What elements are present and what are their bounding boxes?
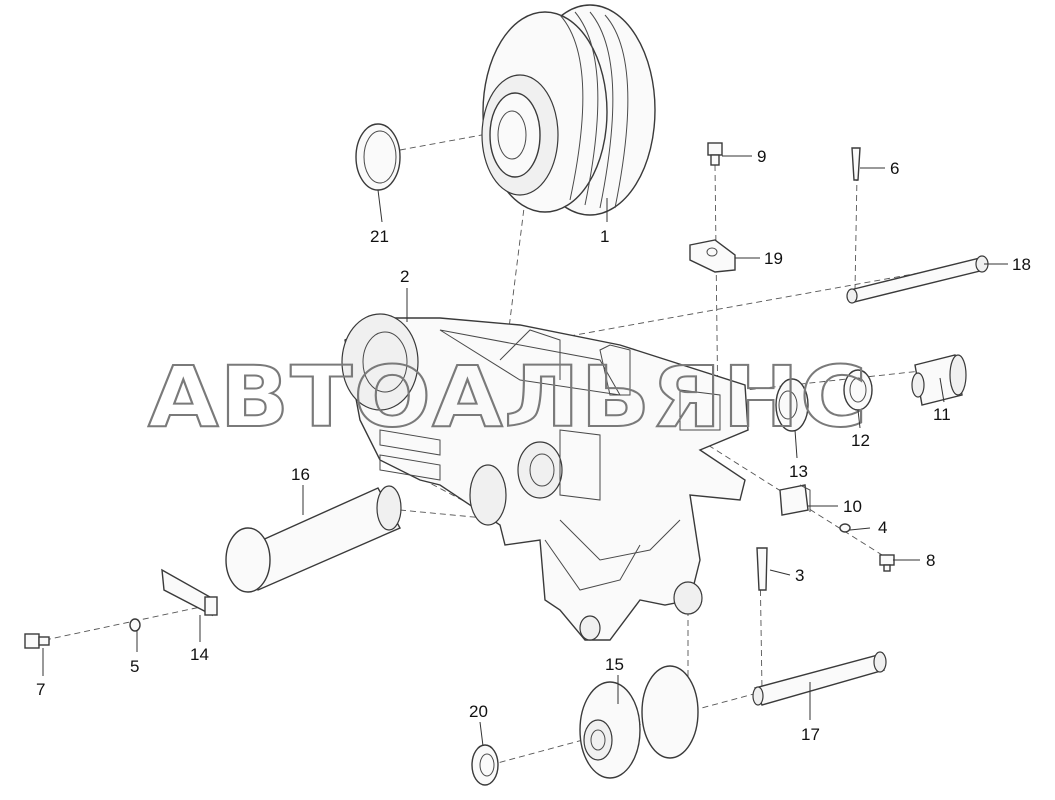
leader-lines — [42, 155, 1008, 747]
bolt-7-part — [24, 633, 50, 649]
washer-20-part — [471, 744, 499, 786]
callout-8: 8 — [926, 551, 935, 570]
callout-17: 17 — [801, 725, 820, 744]
callout-9: 9 — [757, 147, 766, 166]
callout-5: 5 — [130, 657, 139, 676]
callout-2: 2 — [400, 267, 409, 286]
callout-12: 12 — [851, 431, 870, 450]
washer-13-part — [775, 378, 809, 432]
callout-7: 7 — [36, 680, 45, 699]
bracket-body-part — [341, 313, 749, 641]
callout-labels: 1 2 3 4 5 6 7 8 9 10 11 12 13 14 15 16 1… — [36, 147, 1031, 744]
bushing-11-part — [911, 354, 967, 406]
callout-14: 14 — [190, 645, 209, 664]
callout-19: 19 — [764, 249, 783, 268]
rubber-bushing-15-part — [579, 665, 699, 779]
callout-3: 3 — [795, 566, 804, 585]
callout-15: 15 — [605, 655, 624, 674]
callout-11: 11 — [933, 405, 951, 424]
pin-17-part — [752, 651, 887, 706]
small-washer-4-part — [839, 523, 851, 533]
sleeve-12-part — [843, 369, 873, 411]
washer-5-part — [129, 618, 141, 632]
callout-13: 13 — [789, 462, 808, 481]
callout-21: 21 — [370, 227, 389, 246]
watermark-text: АВТОАЛЬЯНС — [148, 348, 868, 446]
clamp-plate-part — [689, 239, 736, 273]
bolt-9-part — [707, 142, 723, 166]
cotter-pin-3-part — [756, 547, 768, 591]
callout-16: 16 — [291, 465, 310, 484]
callout-4: 4 — [878, 518, 887, 537]
callout-10: 10 — [843, 497, 862, 516]
block-10-part — [779, 484, 811, 516]
cotter-pin-6-part — [851, 147, 861, 181]
long-pin-18-part — [846, 255, 989, 304]
seal-ring-part — [355, 123, 401, 191]
plate-14-part — [161, 568, 218, 617]
callout-6: 6 — [890, 159, 899, 178]
bolt-8-part — [879, 554, 895, 572]
callout-20: 20 — [469, 702, 488, 721]
callout-1: 1 — [600, 227, 609, 246]
cylinder-16-part — [225, 485, 402, 593]
callout-18: 18 — [1012, 255, 1031, 274]
pulley-part — [481, 4, 656, 216]
